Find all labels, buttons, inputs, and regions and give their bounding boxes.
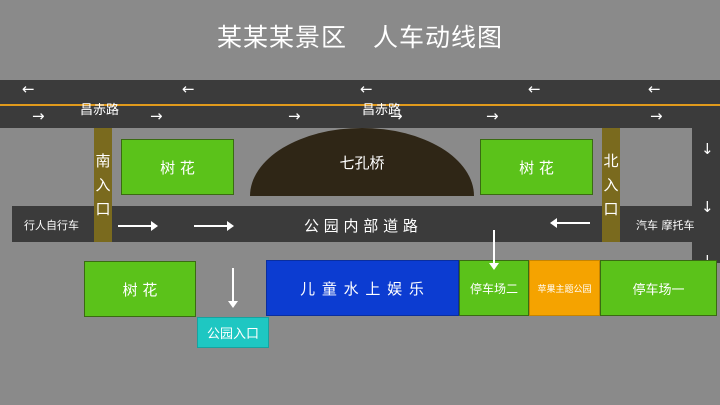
south-entrance-char: 入 xyxy=(95,176,111,194)
down-arrow-icon: ↓ xyxy=(701,198,714,216)
tree-flower-area-left: 树 花 xyxy=(121,139,234,195)
left-arrow-icon: ← xyxy=(22,80,35,98)
down-arrow-icon xyxy=(489,230,499,270)
right-arrow-icon: → xyxy=(32,107,45,125)
right-entry-label: 汽车 摩托车 xyxy=(636,219,695,232)
top-road xyxy=(0,80,720,128)
top-road-label-left: 昌赤路 xyxy=(80,103,120,118)
bridge-label: 七孔桥 xyxy=(339,153,385,172)
parking-two-label: 停车场二 xyxy=(469,281,518,296)
left-entry-label: 行人自行车 xyxy=(24,219,79,232)
tree-flower-label: 树 花 xyxy=(519,158,554,177)
tree-flower-area-bottom: 树 花 xyxy=(84,261,196,317)
park-entrance: 公园入口 xyxy=(197,317,269,348)
down-arrow-icon xyxy=(228,268,238,308)
right-arrow-icon: → xyxy=(486,107,499,125)
road-center-line xyxy=(0,104,720,106)
left-arrow-icon xyxy=(550,218,590,228)
north-entrance-char: 北 xyxy=(603,152,619,170)
left-arrow-icon: ← xyxy=(182,80,195,98)
parking-one-label: 停车场一 xyxy=(632,282,685,298)
parking-lot-one: 停车场一 xyxy=(600,260,717,316)
right-arrow-icon: → xyxy=(288,107,301,125)
right-arrow-icon: → xyxy=(390,107,403,125)
water-park-label: 儿 童 水 上 娱 乐 xyxy=(300,279,425,298)
seven-arch-bridge: 七孔桥 xyxy=(250,128,474,196)
left-arrow-icon: ← xyxy=(648,80,661,98)
right-vertical-road xyxy=(692,128,720,263)
down-arrow-icon: ↓ xyxy=(701,140,714,158)
south-entrance-char: 南 xyxy=(95,152,111,170)
right-arrow-icon xyxy=(194,221,234,231)
right-arrow-icon: → xyxy=(650,107,663,125)
tree-flower-area-right: 树 花 xyxy=(480,139,593,195)
inner-road xyxy=(12,206,692,242)
apple-theme-park: 苹果主题公园 xyxy=(529,260,600,316)
north-entrance-char: 口 xyxy=(603,200,619,218)
left-arrow-icon: ← xyxy=(528,80,541,98)
diagram-title: 某某某景区 人车动线图 xyxy=(216,23,503,52)
children-water-park: 儿 童 水 上 娱 乐 xyxy=(266,260,459,316)
theme-park-label: 苹果主题公园 xyxy=(537,284,592,295)
south-entrance: 南 入 口 xyxy=(94,128,112,242)
top-road-label-mid: 昌赤路 xyxy=(362,103,402,118)
park-entrance-label: 公园入口 xyxy=(206,327,259,342)
tree-flower-label: 树 花 xyxy=(160,158,195,177)
right-arrow-icon xyxy=(118,221,158,231)
north-entrance-char: 入 xyxy=(603,176,619,194)
tree-flower-label: 树 花 xyxy=(122,280,158,299)
left-arrow-icon: ← xyxy=(360,80,373,98)
south-entrance-char: 口 xyxy=(95,200,111,218)
right-arrow-icon: → xyxy=(150,107,163,125)
inner-road-label: 公 园 内 部 道 路 xyxy=(304,217,418,235)
north-entrance: 北 入 口 xyxy=(602,128,620,242)
